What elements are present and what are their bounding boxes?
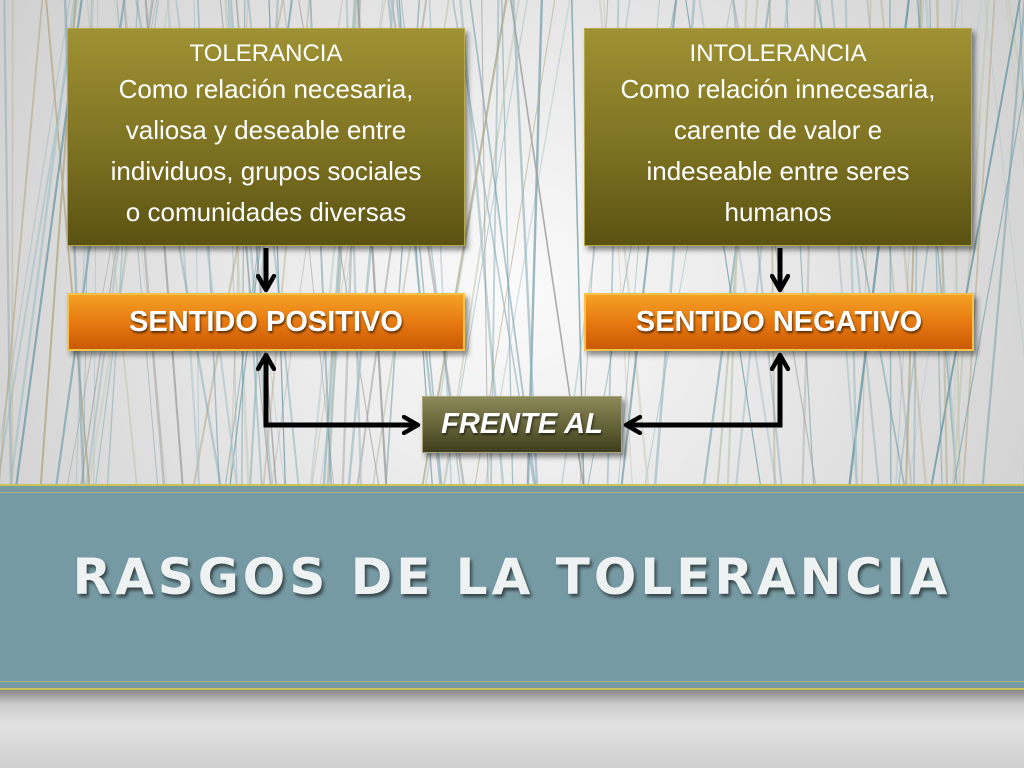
title-band: RASGOS DE LA TOLERANCIA <box>0 484 1024 690</box>
slide-title: RASGOS DE LA TOLERANCIA <box>72 548 952 606</box>
background-strand <box>11 0 14 490</box>
bottom-background <box>0 690 1024 768</box>
background-strand <box>0 0 44 482</box>
tolerancia-line: individuos, grupos sociales <box>110 156 422 186</box>
intolerancia-line: carente de valor e <box>673 115 883 145</box>
background-strand <box>3 0 13 490</box>
intolerancia-line: humanos <box>724 197 832 227</box>
tolerancia-box: TOLERANCIA Como relación necesaria, vali… <box>67 28 465 246</box>
intolerancia-box: INTOLERANCIA Como relación innecesaria, … <box>584 28 972 246</box>
background-strand <box>981 0 1024 490</box>
frente-al-box: FRENTE AL <box>422 396 622 453</box>
band-line-top <box>0 492 1024 493</box>
intolerancia-line: indeseable entre seres <box>646 156 910 186</box>
tolerancia-line: Como relación necesaria, <box>118 74 414 104</box>
sentido-negativo-box: SENTIDO NEGATIVO <box>584 293 974 351</box>
intolerancia-heading: INTOLERANCIA <box>689 40 867 67</box>
background-strand <box>984 0 1024 358</box>
background-strand <box>962 0 996 490</box>
background-strand <box>1018 0 1024 123</box>
sentido-positivo-box: SENTIDO POSITIVO <box>67 293 465 351</box>
background-strand <box>1005 0 1024 171</box>
band-line-bottom <box>0 681 1024 682</box>
background-strand <box>1007 0 1024 106</box>
tolerancia-line: o comunidades diversas <box>125 197 407 227</box>
intolerancia-line: Como relación innecesaria, <box>620 74 936 104</box>
band-shadow <box>0 690 1024 704</box>
tolerancia-heading: TOLERANCIA <box>189 40 343 67</box>
background-strand <box>952 88 1024 490</box>
tolerancia-line: valiosa y deseable entre <box>125 115 407 145</box>
background-strand <box>8 0 76 490</box>
